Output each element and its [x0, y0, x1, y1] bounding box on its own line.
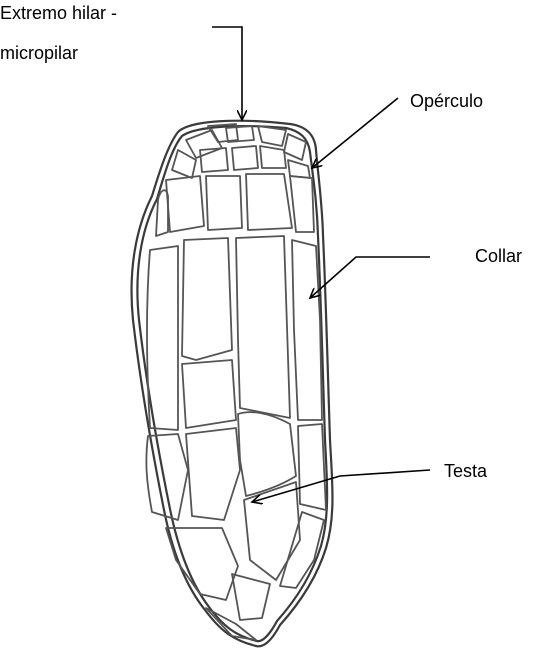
body-cells [146, 236, 326, 640]
annotation-arrows [212, 27, 430, 502]
arrow-collar [310, 257, 430, 298]
seed-outline [132, 121, 333, 647]
collar-cells [156, 174, 314, 236]
arrow-extremo-hilar [212, 27, 242, 120]
arrow-operculo [312, 98, 398, 168]
